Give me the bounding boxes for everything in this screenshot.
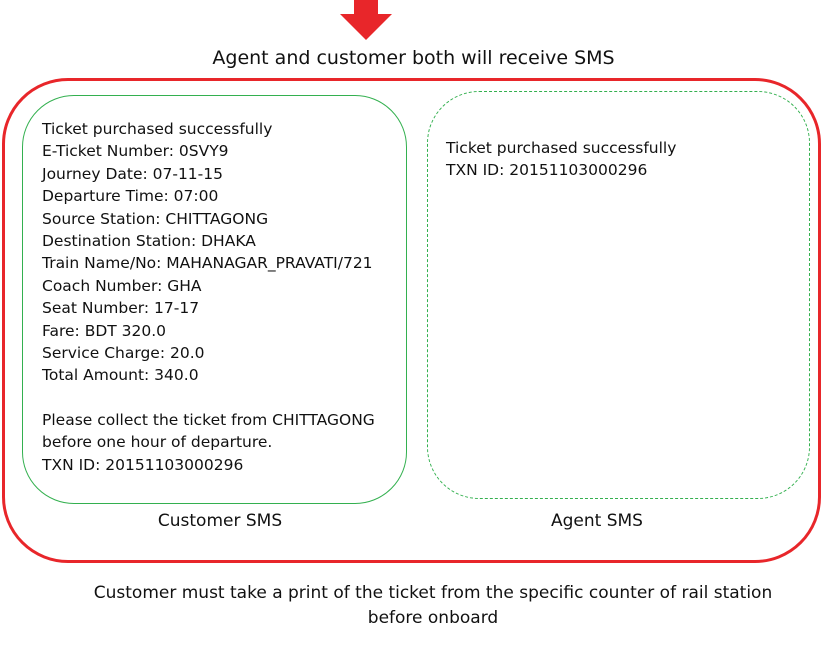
footer-note: Customer must take a print of the ticket… [60, 581, 806, 631]
customer-sms-line: Destination Station: DHAKA [42, 231, 256, 250]
customer-sms-line: Departure Time: 07:00 [42, 187, 219, 206]
customer-sms-line: Fare: BDT 320.0 [42, 321, 167, 340]
footer-note-line: before onboard [367, 608, 499, 628]
customer-sms-txn-id: TXN ID: 20151103000296 [42, 455, 244, 474]
agent-sms-line: Ticket purchased successfully [446, 139, 677, 157]
customer-sms-box: Ticket purchased successfully E-Ticket N… [22, 95, 407, 504]
arrow-down-icon [340, 0, 392, 40]
agent-sms-box: Ticket purchased successfully TXN ID: 20… [427, 91, 810, 499]
blank-line [42, 387, 406, 409]
customer-sms-line: Ticket purchased successfully [42, 120, 273, 138]
agent-sms-label: Agent SMS [551, 511, 643, 531]
customer-sms-line: Journey Date: 07-11-15 [42, 164, 223, 183]
headline: Agent and customer both will receive SMS [212, 47, 615, 69]
customer-sms-line: E-Ticket Number: 0SVY9 [42, 142, 229, 161]
customer-sms-label: Customer SMS [157, 511, 283, 531]
customer-sms-notice: Please collect the ticket from CHITTAGON… [42, 411, 375, 430]
customer-sms-line: Seat Number: 17-17 [42, 299, 200, 318]
sms-container [2, 78, 821, 563]
customer-sms-line: Service Charge: 20.0 [42, 343, 205, 362]
customer-sms-line: Train Name/No: MAHANAGAR_PRAVATI/721 [42, 254, 373, 273]
footer-note-line: Customer must take a print of the ticket… [93, 583, 773, 603]
agent-sms-txn-id: TXN ID: 20151103000296 [446, 161, 648, 180]
customer-sms-line: Source Station: CHITTAGONG [42, 209, 269, 228]
customer-sms-line: Coach Number: GHA [42, 276, 202, 295]
customer-sms-line: Total Amount: 340.0 [42, 366, 199, 385]
customer-sms-notice: before one hour of departure. [42, 433, 273, 452]
